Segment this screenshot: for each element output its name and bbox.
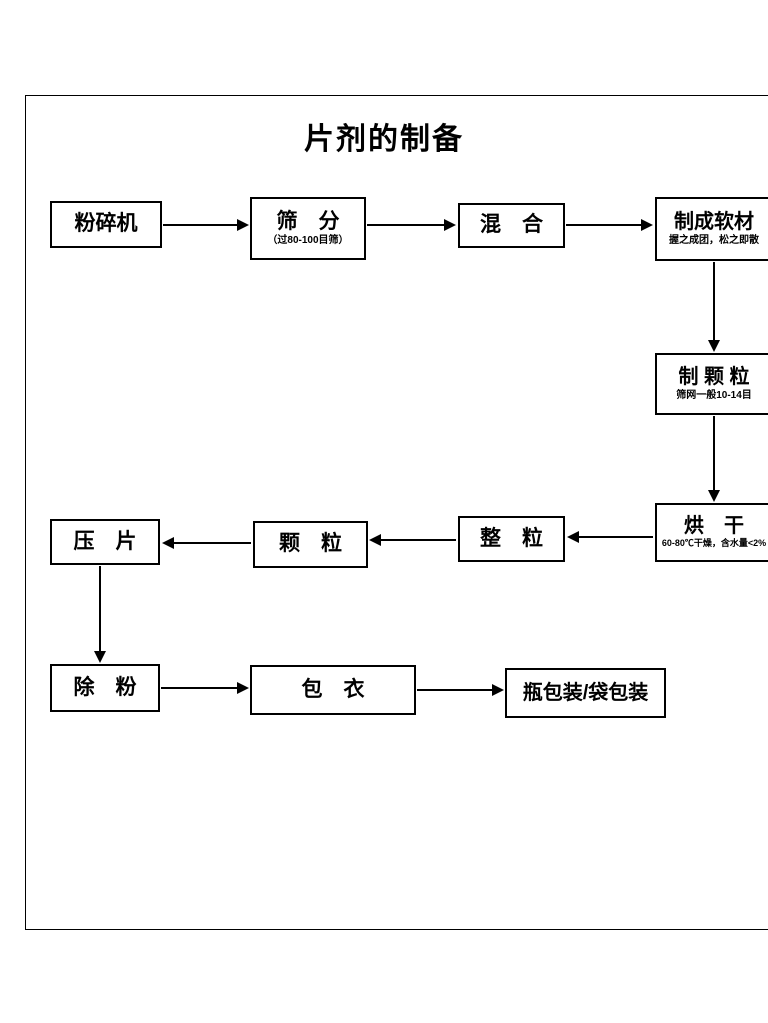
arrow-head <box>444 219 456 231</box>
arrow-shaft <box>713 416 715 491</box>
node-granule-sizing: 整 粒 <box>458 516 565 562</box>
node-dedusting: 除 粉 <box>50 664 160 712</box>
arrow-granules-to-tableting <box>162 537 251 549</box>
arrow-head <box>369 534 381 546</box>
arrow-soft-material-to-granulation <box>708 262 720 352</box>
arrow-sieving-to-mixing <box>367 219 456 231</box>
node-packaging: 瓶包装/袋包装 <box>505 668 666 718</box>
arrow-head <box>237 219 249 231</box>
node-drying-note: 60-80℃干燥，含水量<2% <box>661 538 767 549</box>
arrow-head <box>162 537 174 549</box>
node-coating: 包 衣 <box>250 665 416 715</box>
node-mixing: 混 合 <box>458 203 565 248</box>
arrow-shaft <box>163 224 238 226</box>
node-drying: 烘 干 60-80℃干燥，含水量<2% <box>655 503 768 562</box>
diagram-title: 片剂的制备 <box>304 123 464 156</box>
arrow-shaft <box>417 689 493 691</box>
arrow-head <box>94 651 106 663</box>
arrow-head <box>567 531 579 543</box>
diagram-border <box>25 95 768 930</box>
node-granules: 颗 粒 <box>253 521 368 568</box>
arrow-granule-sizing-to-granules <box>369 534 456 546</box>
arrow-shaft <box>161 687 238 689</box>
arrow-shaft <box>566 224 642 226</box>
arrow-head <box>492 684 504 696</box>
arrow-tableting-to-dedusting <box>94 566 106 663</box>
node-sieving-label: 筛 分 <box>276 209 340 233</box>
arrow-granulation-to-drying <box>708 416 720 502</box>
node-mixing-label: 混 合 <box>480 213 543 237</box>
node-granulation: 制 颗 粒 筛网一般10-14目 <box>655 353 768 415</box>
node-soft-material: 制成软材 握之成团，松之即散 <box>655 197 768 261</box>
node-crusher: 粉碎机 <box>50 201 162 248</box>
arrow-shaft <box>367 224 445 226</box>
arrow-head <box>708 340 720 352</box>
node-sieving: 筛 分 （过80-100目筛） <box>250 197 366 260</box>
node-granulation-label: 制 颗 粒 <box>678 366 750 388</box>
node-drying-label: 烘 干 <box>684 515 744 538</box>
arrow-coating-to-packaging <box>417 684 504 696</box>
arrow-shaft <box>173 542 251 544</box>
node-granules-label: 颗 粒 <box>279 532 342 556</box>
node-granulation-note: 筛网一般10-14目 <box>676 390 752 401</box>
node-granule-sizing-label: 整 粒 <box>480 526 543 550</box>
node-packaging-label: 瓶包装/袋包装 <box>522 681 649 704</box>
node-dedusting-label: 除 粉 <box>73 675 137 699</box>
arrow-shaft <box>578 536 653 538</box>
node-soft-material-label: 制成软材 <box>674 211 754 233</box>
arrow-shaft <box>99 566 101 652</box>
node-tableting-label: 压 片 <box>73 529 137 553</box>
arrow-head <box>237 682 249 694</box>
arrow-drying-to-granule-sizing <box>567 531 653 543</box>
arrow-shaft <box>713 262 715 341</box>
arrow-dedusting-to-coating <box>161 682 249 694</box>
arrow-mixing-to-soft-material <box>566 219 653 231</box>
node-coating-label: 包 衣 <box>301 677 365 701</box>
node-tableting: 压 片 <box>50 519 160 565</box>
node-sieving-note: （过80-100目筛） <box>267 235 349 247</box>
arrow-head <box>641 219 653 231</box>
arrow-crusher-to-sieving <box>163 219 249 231</box>
node-crusher-label: 粉碎机 <box>74 212 138 236</box>
node-soft-material-note: 握之成团，松之即散 <box>669 235 759 246</box>
arrow-head <box>708 490 720 502</box>
arrow-shaft <box>380 539 456 541</box>
